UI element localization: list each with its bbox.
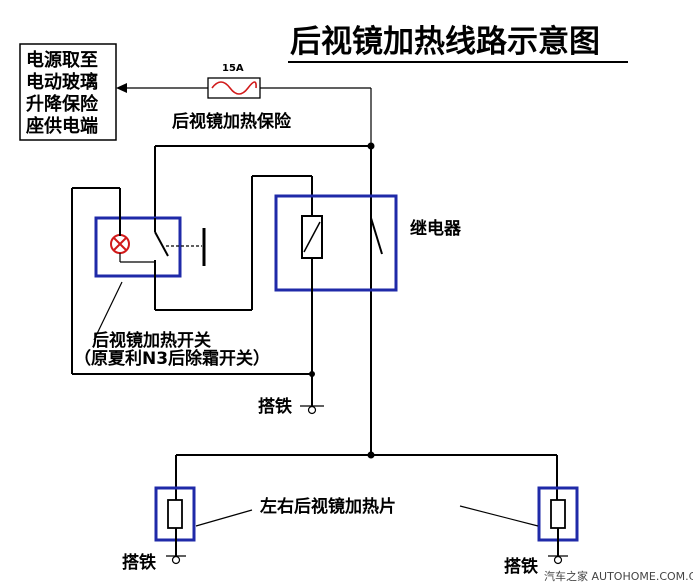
fuse-rating: 15A bbox=[222, 63, 244, 74]
switch-leader-line bbox=[93, 281, 123, 341]
heater-label: 左右后视镜加热片 bbox=[260, 496, 396, 517]
diagram-title: 后视镜加热线路示意图 bbox=[290, 24, 600, 60]
power-source-line-1: 电源取至 bbox=[26, 49, 98, 71]
power-source-line-2: 电动玻璃 bbox=[26, 71, 98, 93]
ground-symbol-icon bbox=[171, 555, 181, 565]
relay-contact-icon bbox=[370, 217, 383, 255]
ground-label-left: 搭铁 bbox=[122, 552, 156, 573]
relay-frame bbox=[274, 194, 398, 292]
fuse-label: 后视镜加热保险 bbox=[172, 111, 292, 132]
ground-label-right: 搭铁 bbox=[504, 556, 538, 577]
power-source-box bbox=[19, 43, 117, 141]
left-heater-resistor-icon bbox=[167, 499, 183, 529]
left-heater-pad bbox=[154, 486, 196, 565]
indicator-lamp-icon bbox=[110, 234, 130, 254]
switch-label-line-2: （原夏利N3后除霜开关） bbox=[74, 348, 270, 369]
switch-to-relay-wire bbox=[155, 175, 313, 311]
switch-contact-icon bbox=[154, 231, 169, 257]
power-source-line-3: 升降保险 bbox=[26, 93, 99, 115]
switch-label-line-1: 后视镜加热开关 bbox=[92, 330, 211, 351]
heater-switch bbox=[94, 216, 206, 310]
heater-leader-right bbox=[459, 505, 539, 527]
heater-distribution-wire bbox=[175, 451, 558, 500]
relay bbox=[274, 194, 398, 404]
fuse: 15A bbox=[207, 63, 261, 99]
ground-symbol-icon bbox=[307, 405, 317, 415]
right-heater-pad bbox=[537, 486, 579, 565]
lamp-ground-wire bbox=[71, 187, 312, 375]
ground-label-middle: 搭铁 bbox=[258, 396, 292, 417]
fuse-body bbox=[207, 77, 261, 99]
fuse-element-icon bbox=[211, 81, 257, 95]
arrow-head-icon bbox=[116, 83, 127, 93]
switch-frame bbox=[94, 216, 182, 278]
relay-label: 继电器 bbox=[410, 218, 462, 239]
relay-ground bbox=[300, 371, 324, 415]
power-source-line-4: 座供电端 bbox=[26, 115, 98, 137]
right-heater-resistor-icon bbox=[550, 499, 566, 529]
ground-symbol-icon bbox=[553, 555, 563, 565]
watermark: 汽车之家 AUTOHOME.COM.CN bbox=[544, 569, 693, 583]
heater-leader-left bbox=[195, 509, 253, 527]
supply-wire bbox=[116, 83, 372, 145]
